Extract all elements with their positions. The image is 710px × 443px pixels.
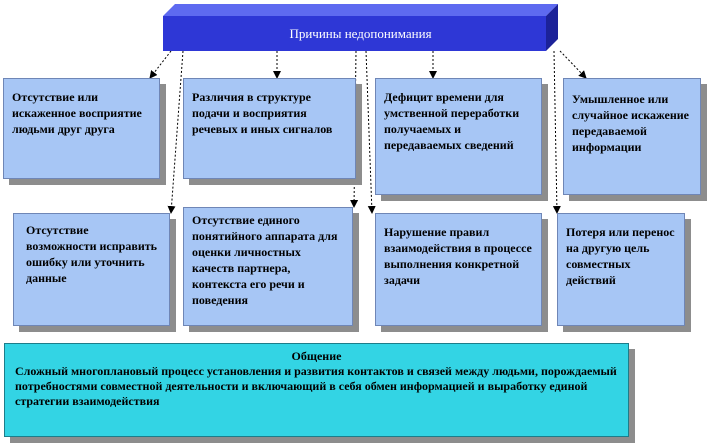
definition-box: Общение Сложный многоплановый процесс ус… [4,343,629,437]
cause-text: Отсутствие или искаженное восприятие люд… [12,90,142,136]
definition-title: Общение [291,349,342,363]
cause-text: Умышленное или случайное искажение перед… [572,92,689,154]
arrow-to-bottom-3 [365,50,376,214]
title-box-shape [163,4,558,51]
cause-box-distorted-perception: Отсутствие или искаженное восприятие люд… [3,78,160,179]
title-box: Причины недопонимания [163,4,558,51]
definition-text: Сложный многоплановый процесс установлен… [15,364,617,408]
cause-box-signal-differences: Различия в структуре подачи и восприятия… [183,78,356,179]
cause-box-no-common-concepts: Отсутствие единого понятийного аппарата … [183,207,353,326]
cause-text: Отсутствие возможности исправить ошибку … [26,223,157,285]
cause-text: Различия в структуре подачи и восприятия… [192,90,333,136]
cause-text: Дефицит времени для умственной переработ… [384,90,520,152]
cause-box-rule-violation: Нарушение правил взаимодействия в процес… [375,213,542,326]
cause-box-goal-loss: Потеря или перенос на другую цель совмес… [557,213,685,326]
cause-text: Отсутствие единого понятийного аппарата … [192,213,338,307]
diagram-title: Причины недопонимания [289,26,432,41]
cause-box-no-correction: Отсутствие возможности исправить ошибку … [13,213,170,326]
cause-text: Потеря или перенос на другую цель совмес… [566,225,675,287]
cause-text: Нарушение правил взаимодействия в процес… [384,225,532,287]
cause-box-time-deficit: Дефицит времени для умственной переработ… [375,78,542,195]
arrow-to-top-4 [559,50,587,79]
arrow-to-bottom-1 [167,50,184,214]
cause-box-intentional-distortion: Умышленное или случайное искажение перед… [563,78,701,195]
arrow-to-bottom-4 [552,50,561,214]
arrow-to-top-1 [149,50,172,79]
